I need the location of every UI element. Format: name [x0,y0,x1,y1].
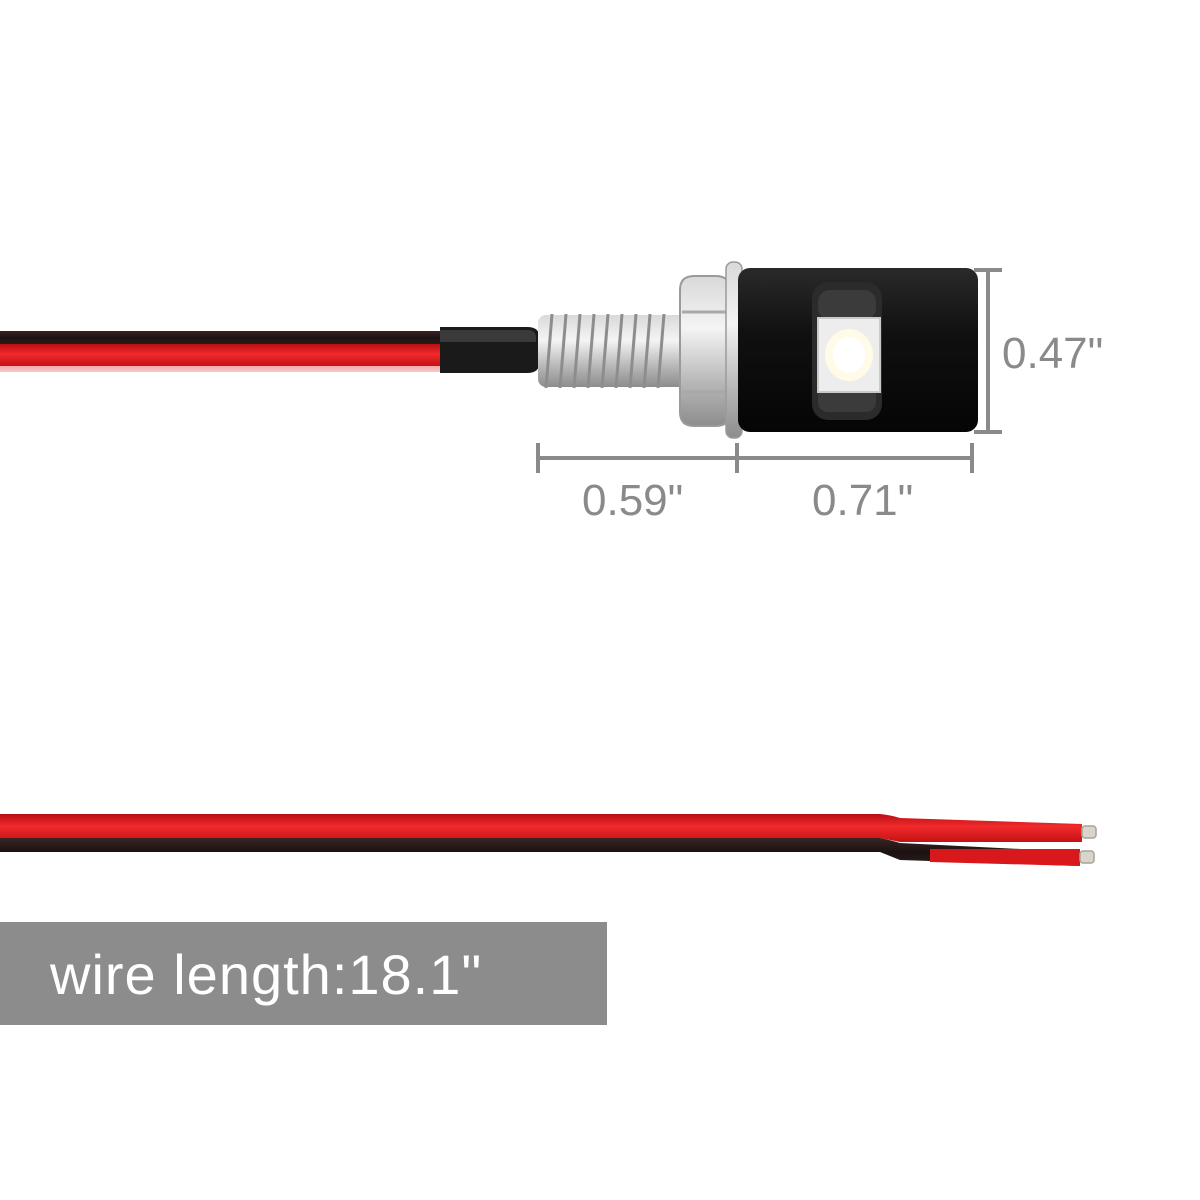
lower-wire-red-strand [0,814,1082,842]
body-length-dimension-label: 0.71" [812,476,913,525]
wire-length-caption-text: wire length:18.1" [50,943,483,1006]
threaded-screw [538,313,688,389]
led-chip [817,317,881,393]
dimension-height [974,268,1002,434]
lower-wire-black-strand [0,838,1080,866]
upper-wire-black-strand [0,331,450,345]
screw-threads [544,313,666,389]
heat-shrink-sleeve [440,327,540,373]
copper-tip-top [1081,825,1097,839]
lower-wire [0,814,1097,866]
wire-length-caption: wire length:18.1" [0,922,607,1025]
upper-wire [0,331,450,372]
copper-tip-bottom [1079,850,1095,864]
lower-wire-red-tip-strand [930,849,1080,866]
hex-nut [679,275,731,427]
thread-length-dimension-label: 0.59" [582,476,683,525]
upper-wire-highlight [0,366,450,372]
upper-wire-red-strand [0,344,450,366]
height-dimension-label: 0.47" [1002,329,1103,378]
dimension-length [536,443,974,473]
